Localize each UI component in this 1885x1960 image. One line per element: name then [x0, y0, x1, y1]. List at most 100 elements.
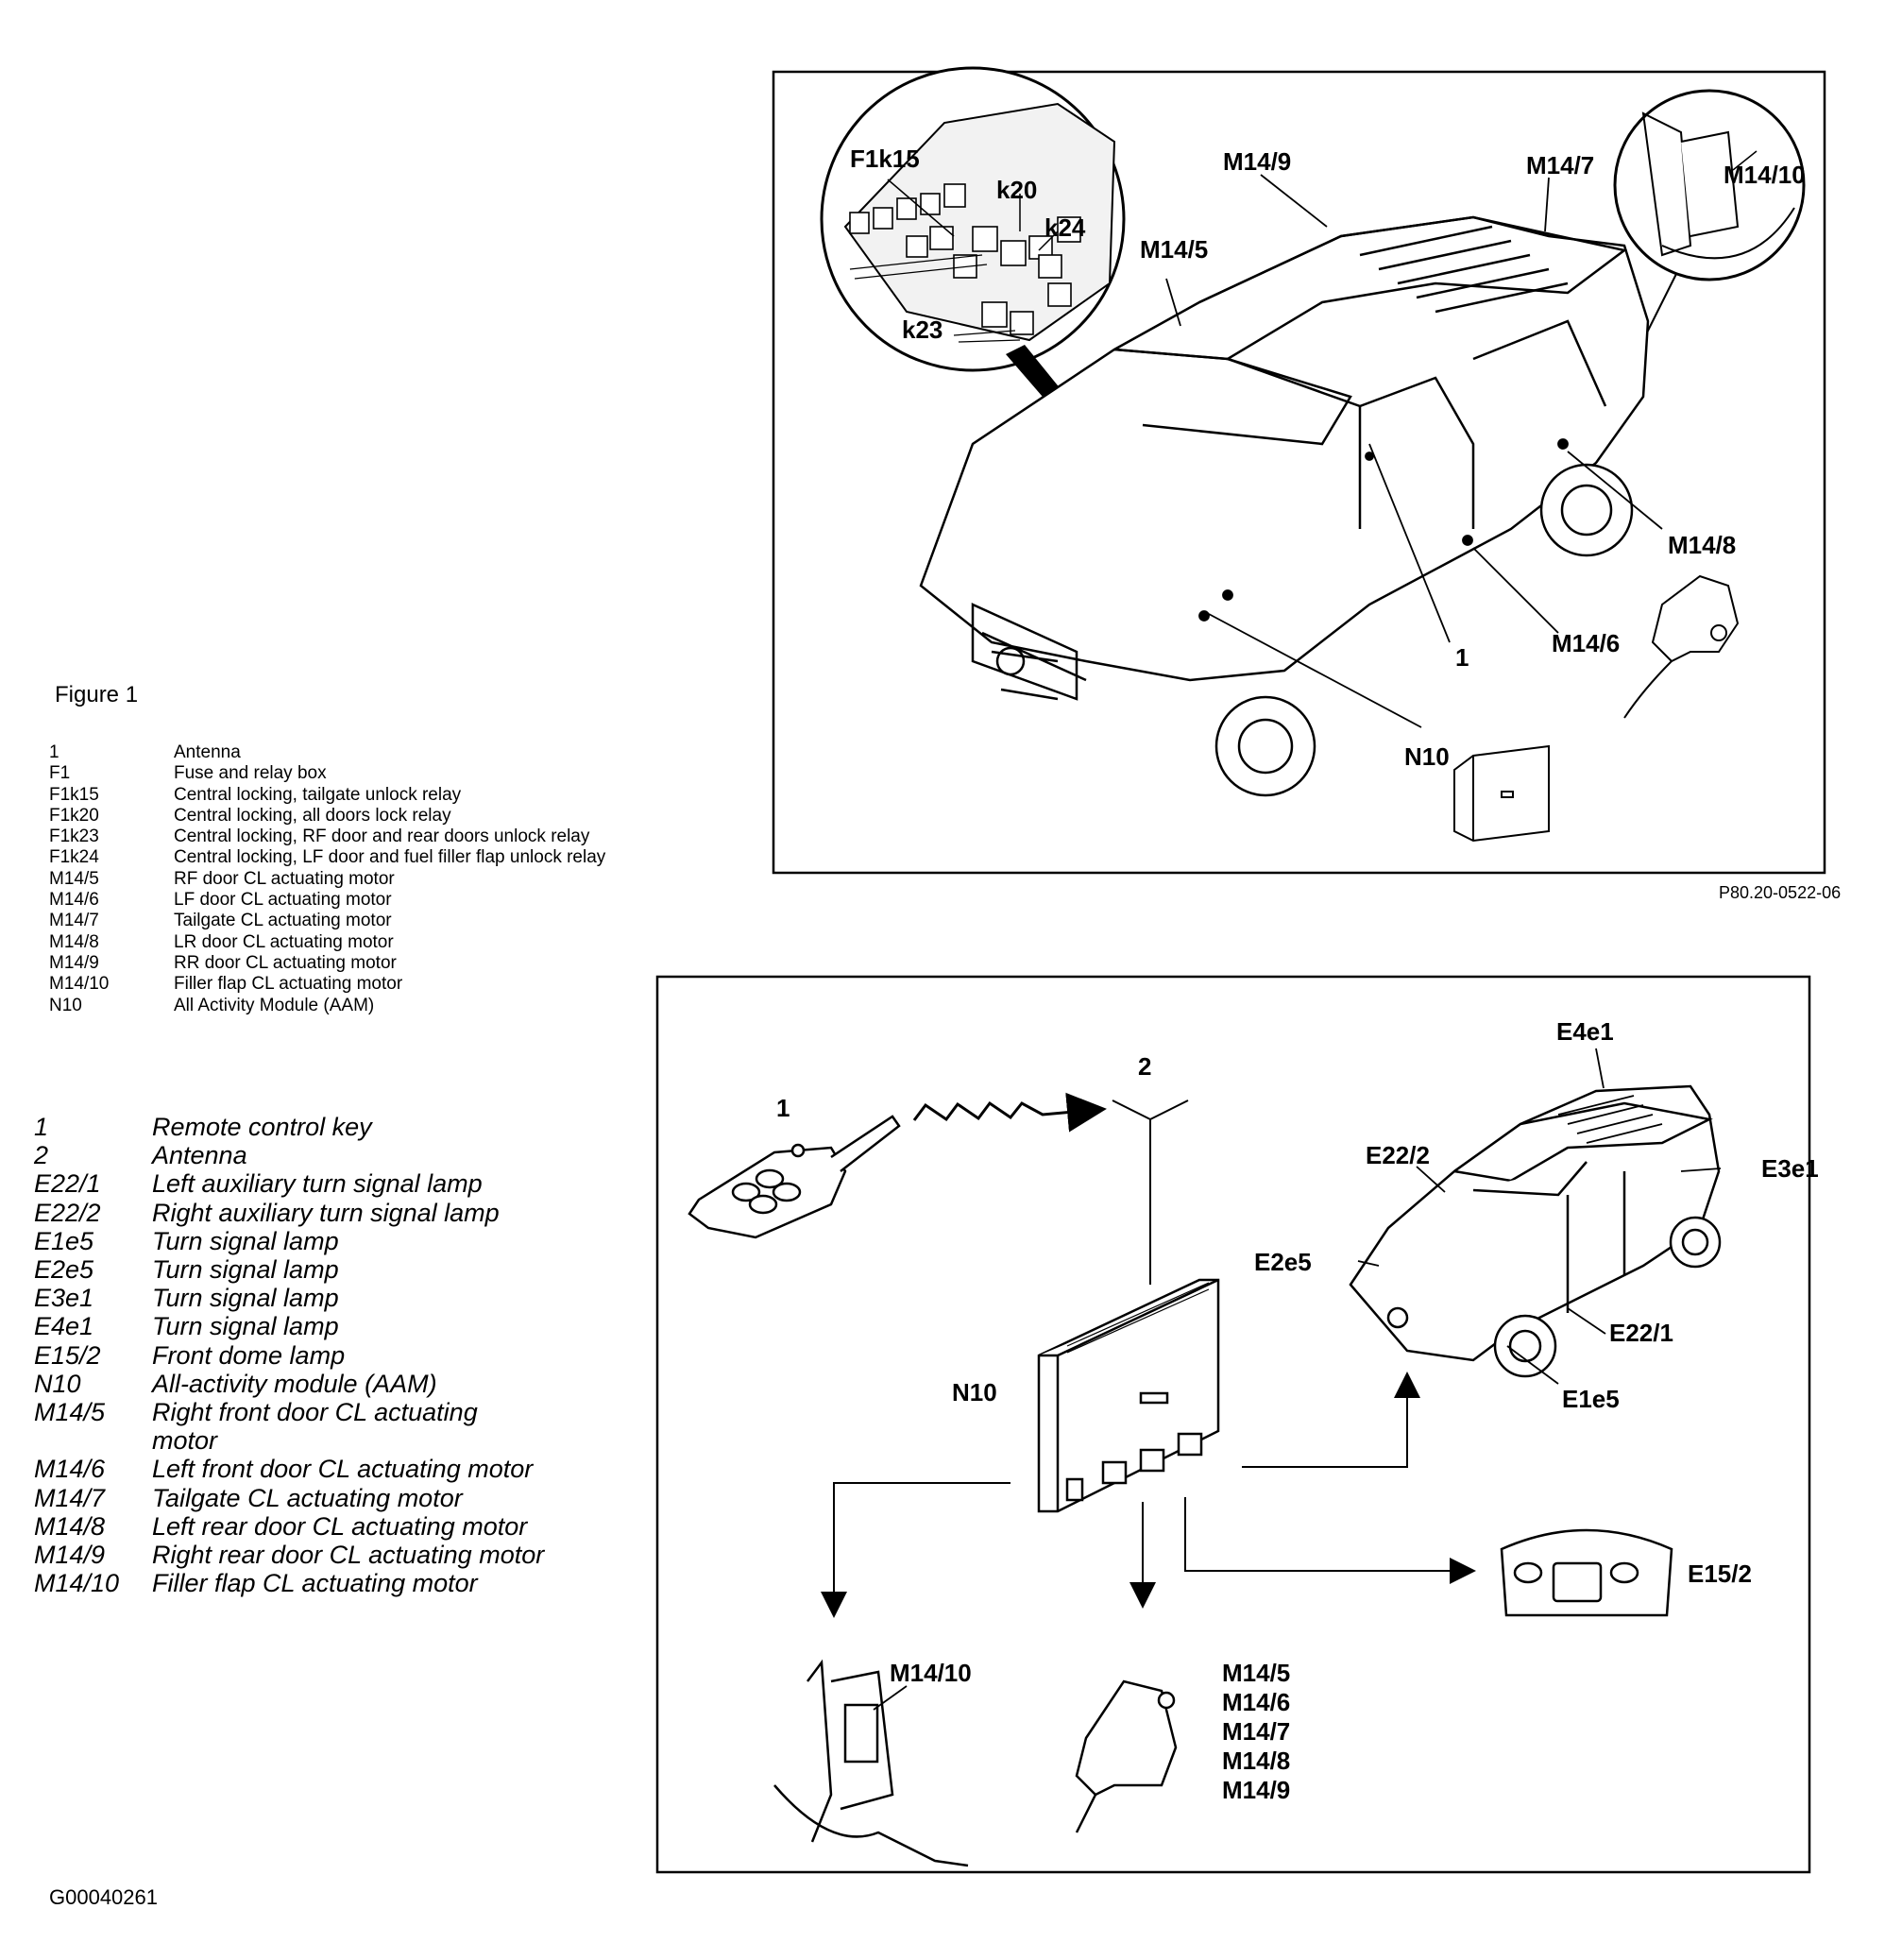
legend2-row: M14/8 Left rear door CL actuating motor [34, 1512, 549, 1541]
filler-flap-motor-fig2 [773, 1659, 969, 1867]
label-e15-2: E15/2 [1688, 1559, 1752, 1588]
label-e3e1: E3e1 [1761, 1154, 1819, 1183]
label-motor-m14-5: M14/5 [1222, 1659, 1290, 1687]
legend1-code: F1k24 [49, 847, 99, 868]
legend2-code: M14/9 [34, 1541, 106, 1570]
legend2-code: E15/2 [34, 1340, 101, 1370]
legend1-row: F1k24 Central locking, LF door and fuel f… [49, 847, 674, 868]
figure-reference-code: P80.20-0522-06 [1719, 883, 1842, 902]
legend1-description: Central locking, LF door and fuel filler… [174, 847, 606, 868]
legend2-description: All-activity module (AAM) [152, 1369, 437, 1398]
legend2-row: N10 All-activity module (AAM) [34, 1370, 549, 1398]
legend1-row: M14/7 Tailgate CL actuating motor [49, 911, 674, 931]
legend2-code: E2e5 [34, 1255, 94, 1285]
legend2-code: E3e1 [34, 1284, 94, 1313]
legend1-row: M14/5 RF door CL actuating motor [49, 869, 674, 890]
legend1-code: N10 [49, 995, 82, 1015]
legend1-code: 1 [49, 742, 59, 762]
label-antenna-fig1: 1 [1455, 643, 1469, 672]
label-m14-8: M14/8 [1668, 531, 1736, 559]
legend1-row: 1 Antenna [49, 742, 674, 763]
legend2-description: Remote control key [152, 1113, 372, 1141]
legend2-code: E22/1 [34, 1169, 101, 1199]
dome-lamp [1500, 1528, 1673, 1617]
legend2-description: Filler flap CL actuating motor [152, 1569, 478, 1598]
label-m14-9: M14/9 [1223, 147, 1291, 176]
label-motor-m14-7: M14/7 [1222, 1717, 1290, 1746]
legend2-description: Left auxiliary turn signal lamp [152, 1169, 483, 1199]
legend2-code: 2 [34, 1141, 49, 1170]
legend1-description: Central locking, tailgate unlock relay [174, 784, 462, 805]
figure-2-frame [655, 975, 1811, 1874]
legend2-code: N10 [34, 1369, 81, 1398]
aam-module-fig2 [1037, 1278, 1220, 1513]
legend1-description: RF door CL actuating motor [174, 868, 395, 889]
legend1-description: Antenna [174, 742, 241, 762]
legend1-code: M14/5 [49, 868, 99, 889]
fuse-relay-box-detail [820, 66, 1126, 372]
label-e4e1: E4e1 [1556, 1017, 1614, 1046]
legend1-description: LR door CL actuating motor [174, 931, 394, 952]
legend2-code: 1 [34, 1113, 49, 1141]
legend2-code: M14/8 [34, 1511, 106, 1541]
legend2-description: Turn signal lamp [152, 1255, 339, 1285]
label-m14-5: M14/5 [1140, 235, 1208, 264]
legend2-description: Right auxiliary turn signal lamp [152, 1198, 500, 1227]
label-f1k15: F1k15 [850, 145, 920, 173]
legend2-code: E22/2 [34, 1198, 101, 1227]
legend1-code: M14/8 [49, 931, 99, 952]
filler-flap-detail [1613, 89, 1806, 281]
legend2-code: E1e5 [34, 1226, 94, 1255]
legend1-row: M14/8 LR door CL actuating motor [49, 932, 674, 953]
legend1-code: M14/10 [49, 974, 110, 995]
label-m14-7: M14/7 [1526, 151, 1594, 179]
label-n10-fig1: N10 [1404, 742, 1450, 771]
legend2-row: 1 Remote control key [34, 1113, 549, 1141]
legend1-description: Tailgate CL actuating motor [174, 911, 392, 931]
label-k23: k23 [902, 315, 942, 344]
aam-module-fig1 [1453, 744, 1550, 843]
legend2-code: E4e1 [34, 1312, 94, 1341]
legend2-description: Left rear door CL actuating motor [152, 1511, 528, 1541]
legend1-row: M14/10 Filler flap CL actuating motor [49, 974, 674, 995]
label-e2e5: E2e5 [1254, 1248, 1312, 1276]
label-e22-2: E22/2 [1366, 1141, 1430, 1169]
label-m14-6: M14/6 [1552, 629, 1620, 657]
legend1-description: Fuse and relay box [174, 763, 327, 784]
legend1-code: M14/9 [49, 952, 99, 973]
legend2-row: E22/2 Right auxiliary turn signal lamp [34, 1199, 549, 1227]
legend1-code: M14/7 [49, 911, 99, 931]
label-m14-10-fig2: M14/10 [890, 1659, 972, 1687]
document-id: G00040261 [49, 1885, 158, 1909]
legend1-description: Filler flap CL actuating motor [174, 974, 403, 995]
legend2-row: E15/2 Front dome lamp [34, 1341, 549, 1370]
label-k24: k24 [1044, 213, 1086, 242]
legend2-description: Turn signal lamp [152, 1226, 339, 1255]
label-motor-m14-9: M14/9 [1222, 1776, 1290, 1804]
legend1-description: Central locking, RF door and rear doors … [174, 827, 590, 847]
legend2-description: Left front door CL actuating motor [152, 1455, 534, 1484]
label-n10-fig2: N10 [952, 1378, 997, 1406]
legend2-description: Antenna [152, 1141, 247, 1170]
legend2-description: Front dome lamp [152, 1340, 346, 1370]
antenna-symbol [1112, 1099, 1189, 1285]
legend2-row: E1e5 Turn signal lamp [34, 1227, 549, 1255]
radio-signal-arrow [912, 1092, 1107, 1133]
remote-key [688, 1115, 901, 1239]
label-e22-1: E22/1 [1609, 1319, 1673, 1347]
label-antenna-fig2: 2 [1138, 1052, 1151, 1081]
legend1-description: Central locking, all doors lock relay [174, 805, 451, 826]
door-lock-actuator-fig1 [1623, 574, 1740, 719]
legend2-description: Right rear door CL actuating motor [152, 1541, 545, 1570]
legend1-code: F1k15 [49, 784, 99, 805]
